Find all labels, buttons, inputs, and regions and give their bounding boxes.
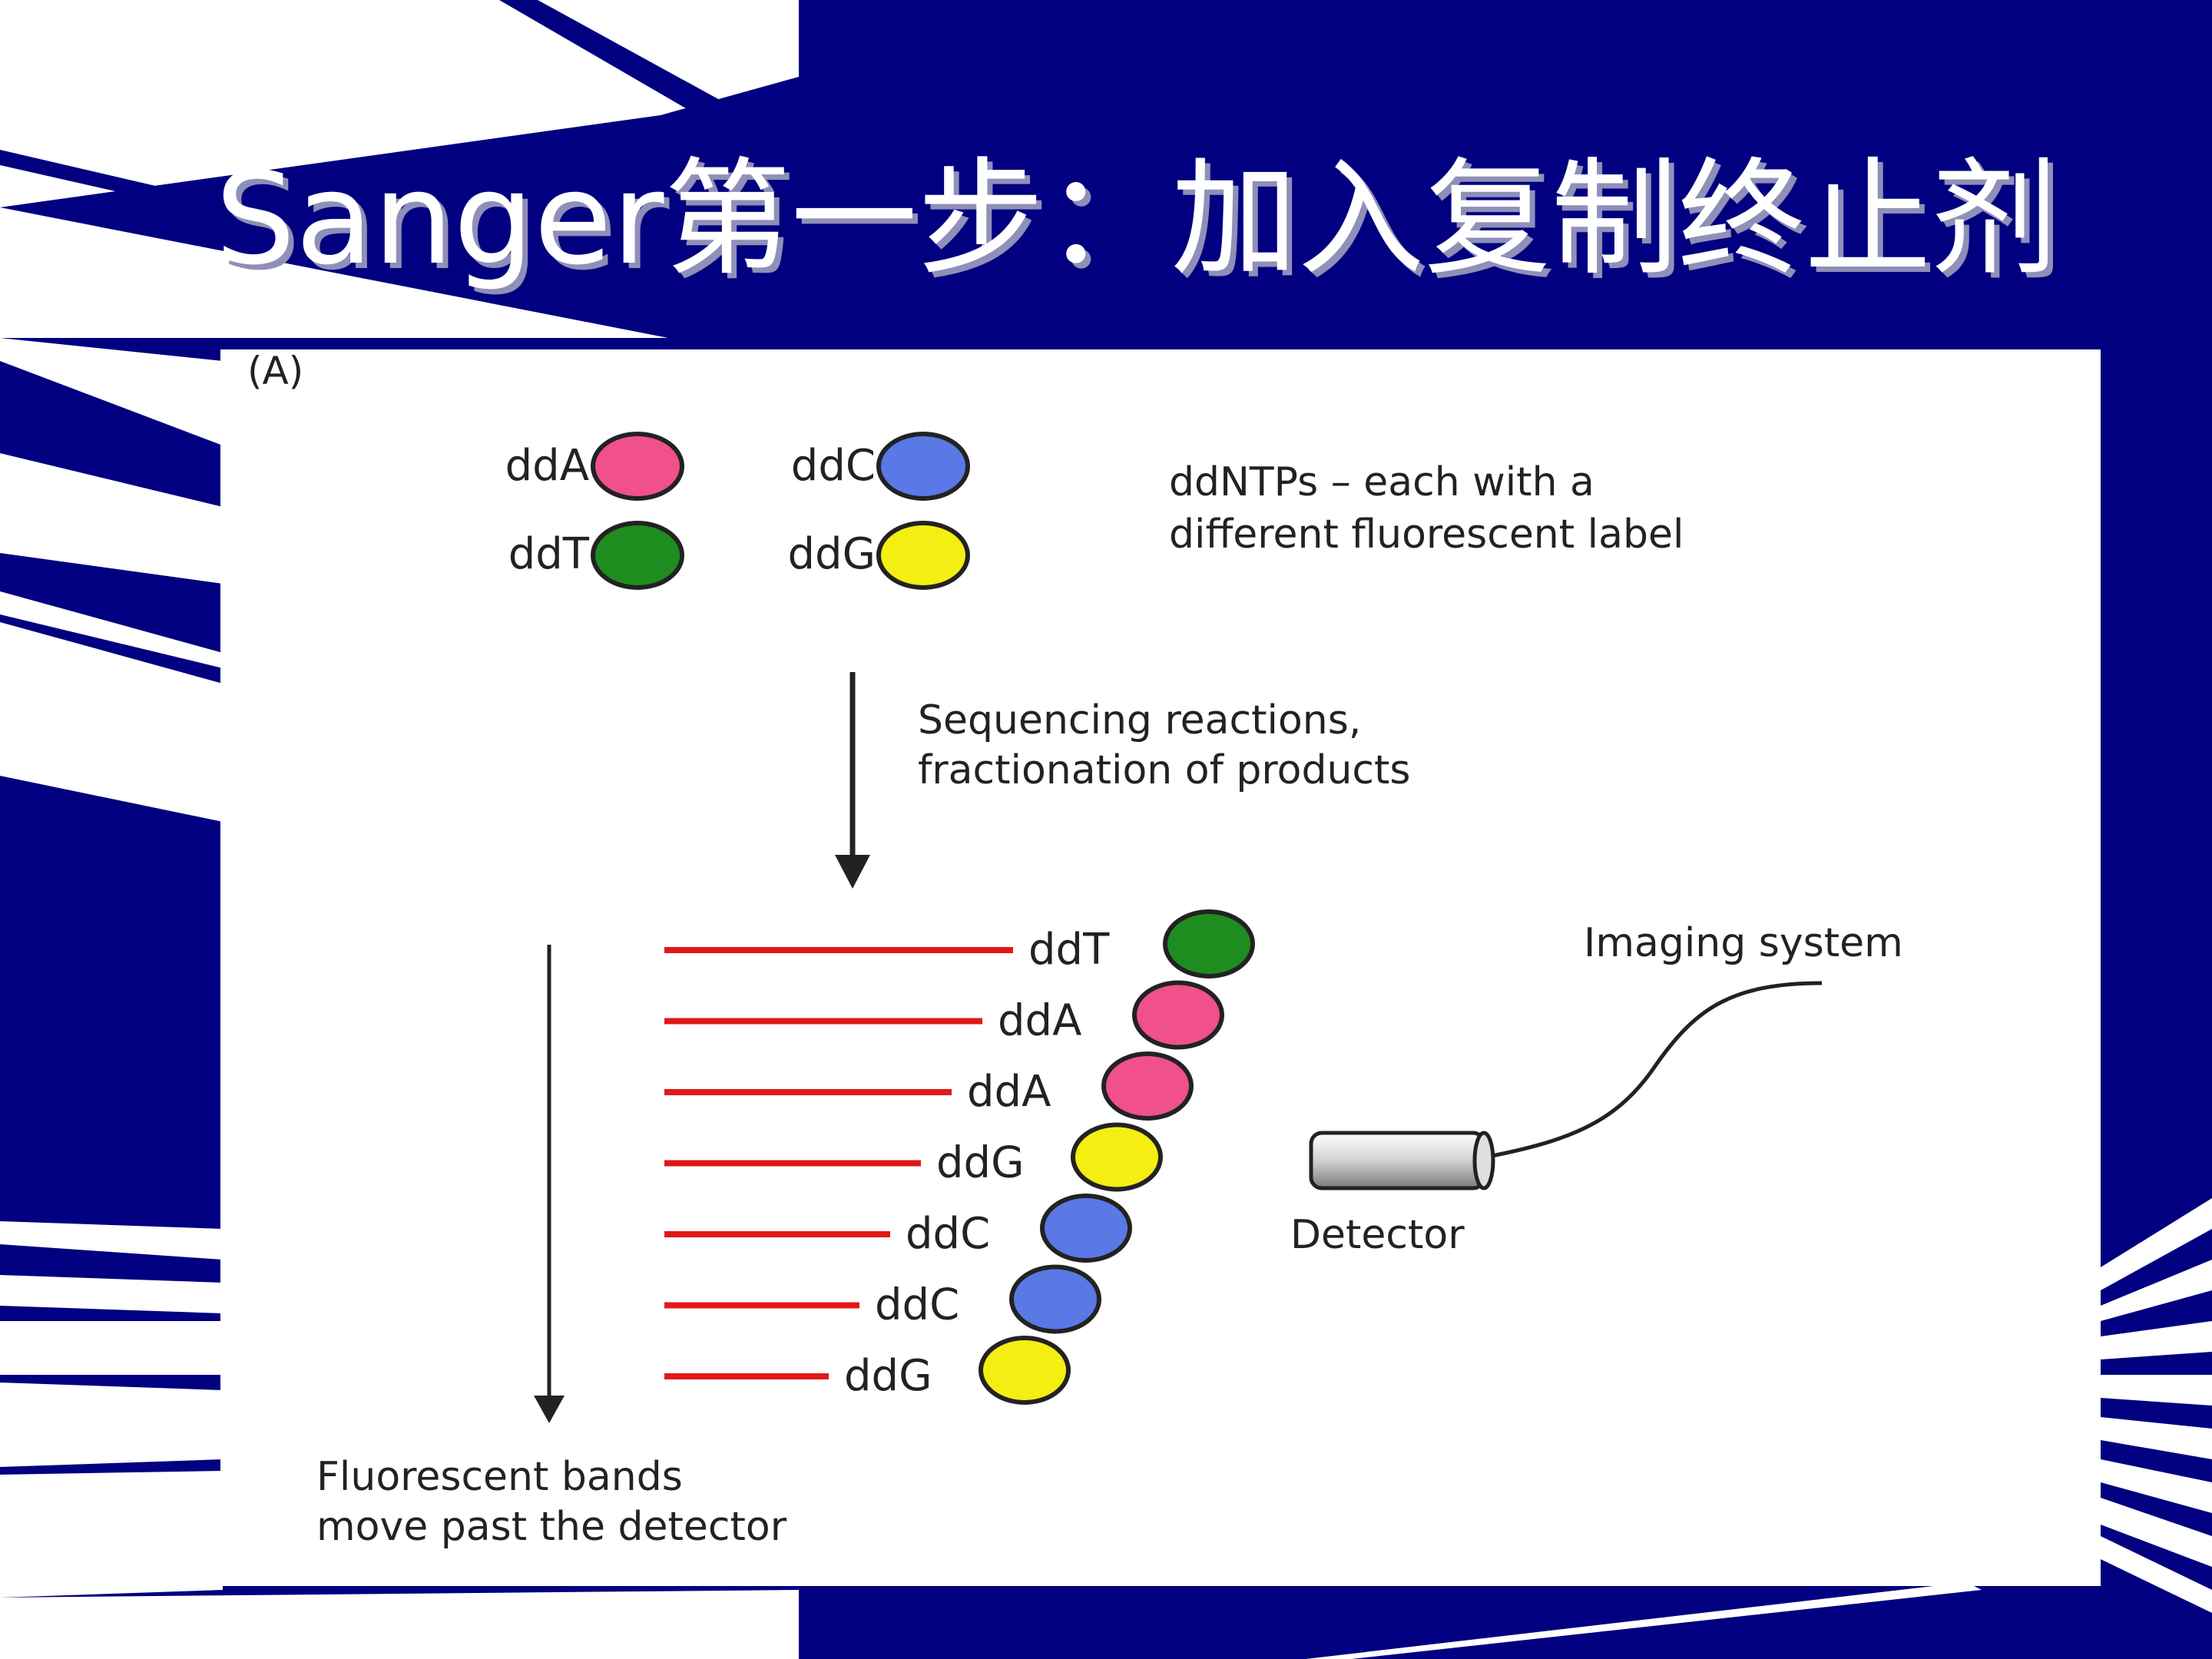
detector-lens (1472, 1131, 1495, 1190)
detector-cable (1483, 981, 1823, 1160)
legend-circle-ddc (876, 432, 970, 501)
bg-stripe (2101, 1536, 2212, 1613)
bg-stripe (0, 1382, 223, 1467)
bg-stripe (0, 150, 661, 315)
bg-stripe (0, 338, 223, 445)
legend-label-dda: ddA (505, 441, 589, 491)
detector-label: Detector (1290, 1212, 1465, 1258)
band-circle (1040, 1194, 1132, 1263)
caption-line1: Fluorescent bands (316, 1454, 683, 1500)
legend-circle-ddg (876, 521, 970, 590)
bg-stripe (2101, 1260, 2212, 1321)
band-circle (1132, 980, 1224, 1050)
bg-stripe (1306, 1582, 1982, 1659)
migration-arrow-head (534, 1396, 565, 1423)
detector-body (1309, 1131, 1486, 1190)
imaging-system-label: Imaging system (1584, 920, 1903, 966)
bg-stripe (0, 1471, 223, 1598)
band-label: ddC (906, 1209, 990, 1259)
bg-stripe (2101, 1498, 2212, 1567)
slide-title: Sanger第一步：加入复制终止剂 (215, 145, 2058, 293)
legend-description-line1: ddNTPs – each with a (1169, 459, 1594, 505)
bg-stripe (0, 1221, 223, 1260)
band-circle (1071, 1122, 1163, 1192)
bg-stripe (2101, 1459, 2212, 1513)
legend-circle-dda (591, 432, 684, 501)
bg-stripe (2101, 1198, 2212, 1290)
bg-stripe (0, 622, 223, 822)
sanger-diagram: (A) ddA ddC ddT ddG ddNTPs – each with a… (247, 349, 1903, 1550)
reaction-arrow-head (835, 855, 870, 889)
bg-stripe (0, 591, 223, 668)
legend-label-ddc: ddC (791, 441, 876, 491)
legend-description-line2: different fluorescent label (1169, 512, 1684, 558)
bg-stripe (499, 0, 776, 138)
band-label: ddA (967, 1067, 1051, 1117)
panel-label: (A) (247, 349, 303, 393)
legend-label-ddg: ddG (788, 529, 876, 579)
band-label: ddG (936, 1138, 1025, 1188)
bg-stripe (0, 1321, 223, 1375)
band-label: ddG (844, 1351, 932, 1401)
step-line1: Sequencing reactions, (918, 697, 1361, 743)
bg-stripe (2101, 1321, 2212, 1359)
band-label: ddC (875, 1280, 959, 1330)
band-label: ddT (1028, 925, 1110, 975)
band-circle (1101, 1051, 1194, 1121)
bg-stripe (2101, 1417, 2212, 1459)
bg-stripe (0, 453, 223, 584)
bg-stripe (0, 1590, 799, 1659)
bg-stripe (2101, 1375, 2212, 1406)
band-label: ddA (998, 996, 1081, 1046)
bg-stripe (0, 207, 668, 338)
band-circle (1009, 1264, 1101, 1334)
legend: ddA ddC ddT ddG ddNTPs – each with a dif… (505, 432, 1684, 590)
fluorescent-bands: ddT ddA ddA ddG ddC ddC ddG (664, 909, 1255, 1405)
legend-label-ddt: ddT (508, 529, 590, 579)
legend-circle-ddt (591, 521, 684, 590)
band-circle (1163, 909, 1255, 979)
step-line2: fractionation of products (918, 747, 1411, 793)
band-circle (979, 1336, 1071, 1405)
figure-panel: (A) ddA ddC ddT ddG ddNTPs – each with a… (220, 349, 2101, 1586)
bg-stripe (0, 1275, 223, 1313)
caption-line2: move past the detector (316, 1504, 787, 1550)
